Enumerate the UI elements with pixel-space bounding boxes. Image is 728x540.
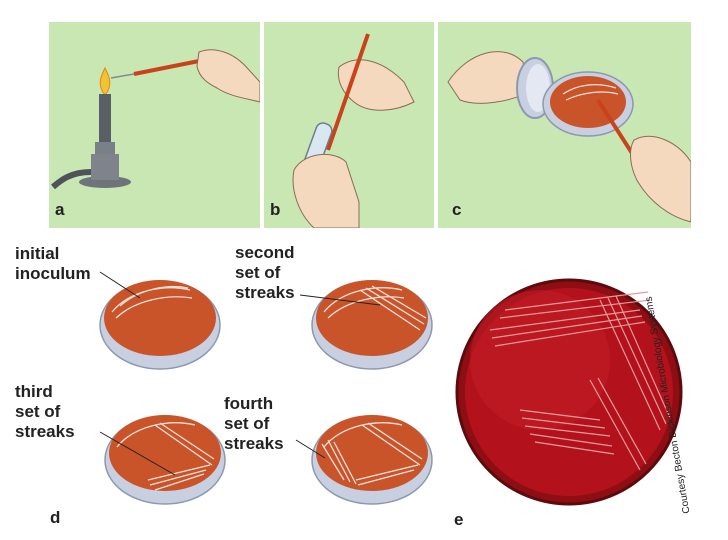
fourth-streaks-label: fourth set of streaks	[224, 394, 284, 453]
panel-a: a	[49, 22, 260, 228]
pointer-line	[99, 271, 141, 299]
colony-streaks	[489, 291, 671, 471]
plate-second	[299, 280, 433, 370]
panel-b-label: b	[270, 200, 281, 219]
pointer-line	[295, 439, 326, 459]
inoculating-loop	[326, 33, 370, 151]
pointer-line	[99, 431, 176, 476]
burner-tube	[99, 94, 111, 154]
plate-fourth	[295, 415, 433, 505]
hand-holding-lid	[447, 51, 529, 104]
section-e-label: e	[454, 510, 464, 529]
hand	[196, 49, 260, 103]
streak-lines	[359, 285, 427, 331]
plate-initial	[99, 271, 221, 370]
right-hand	[630, 135, 691, 223]
panel-b: b	[264, 22, 434, 228]
lower-hand	[292, 153, 360, 228]
bunsen-burner-illustration	[51, 49, 260, 190]
second-streaks-label: second set of streaks	[235, 243, 295, 302]
initial-inoculum-label: initial inoculum	[15, 244, 91, 283]
streaking-plate-illustration	[447, 51, 691, 223]
streak-lines	[321, 439, 357, 485]
streak-lines	[147, 464, 211, 491]
panel-a-label: a	[55, 200, 65, 219]
panel-c-label: c	[452, 200, 462, 219]
photo-plate	[455, 278, 683, 506]
panel-c: c	[438, 22, 691, 228]
section-d-label: d	[50, 508, 61, 527]
tube-loop-illustration	[292, 33, 415, 228]
streak-lines	[111, 285, 193, 319]
upper-hand	[337, 59, 415, 111]
plate-third	[99, 415, 226, 505]
third-streaks-label: third set of streaks	[15, 382, 75, 441]
pointer-line	[299, 294, 381, 306]
